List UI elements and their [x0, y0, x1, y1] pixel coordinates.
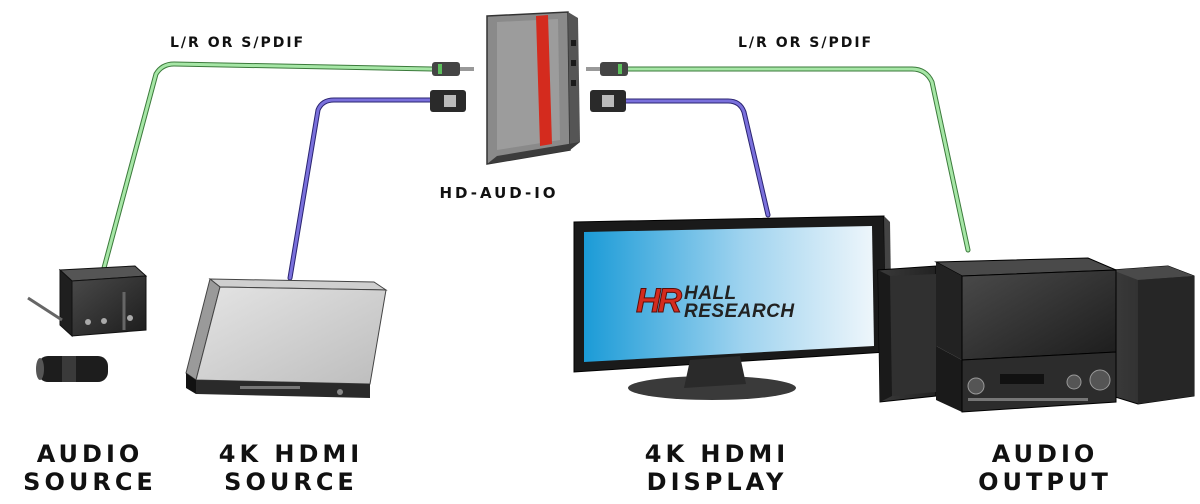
hdmi-cable-right — [623, 98, 771, 218]
blu-ray-player-icon — [185, 278, 388, 398]
monitor-icon — [573, 215, 892, 400]
audio-output-label-line2: OUTPUT — [978, 468, 1112, 496]
hdmi-display-label-line2: DISPLAY — [646, 468, 788, 496]
hall-research-logo-line2: RESEARCH — [684, 301, 795, 322]
right-cable-label: L/R OR S/PDIF — [738, 35, 874, 51]
left-cable-label: L/R OR S/PDIF — [170, 35, 306, 51]
hall-research-logo-mark: HR — [635, 282, 682, 321]
hdmi-source-label-line1: 4K HDMI — [218, 440, 364, 468]
audio-source-label-line2: SOURCE — [23, 468, 157, 496]
audio-jack-icon — [586, 62, 628, 76]
speaker-icon — [1111, 265, 1195, 405]
receiver-icon — [27, 265, 148, 338]
hdmi-connector-icon — [430, 90, 466, 112]
hdmi-source-label-line2: SOURCE — [224, 468, 358, 496]
hd-aud-io-device — [486, 11, 580, 165]
audio-output-label-line1: AUDIO — [991, 440, 1099, 468]
speaker-icon — [877, 265, 937, 403]
hdmi-cable-left — [287, 97, 433, 281]
audio-source-label-line1: AUDIO — [36, 440, 144, 468]
audio-jack-icon — [432, 62, 474, 76]
audio-cable-right — [625, 66, 971, 253]
hd-aud-io-label: HD-AUD-IO — [439, 184, 559, 202]
hdmi-connector-icon — [590, 90, 626, 112]
av-receiver-icon — [934, 257, 1117, 413]
hdmi-display-label-line1: 4K HDMI — [644, 440, 790, 468]
audio-cable-left — [101, 61, 435, 271]
microphone-icon — [36, 356, 108, 382]
hall-research-logo-line1: HALL — [684, 283, 737, 304]
